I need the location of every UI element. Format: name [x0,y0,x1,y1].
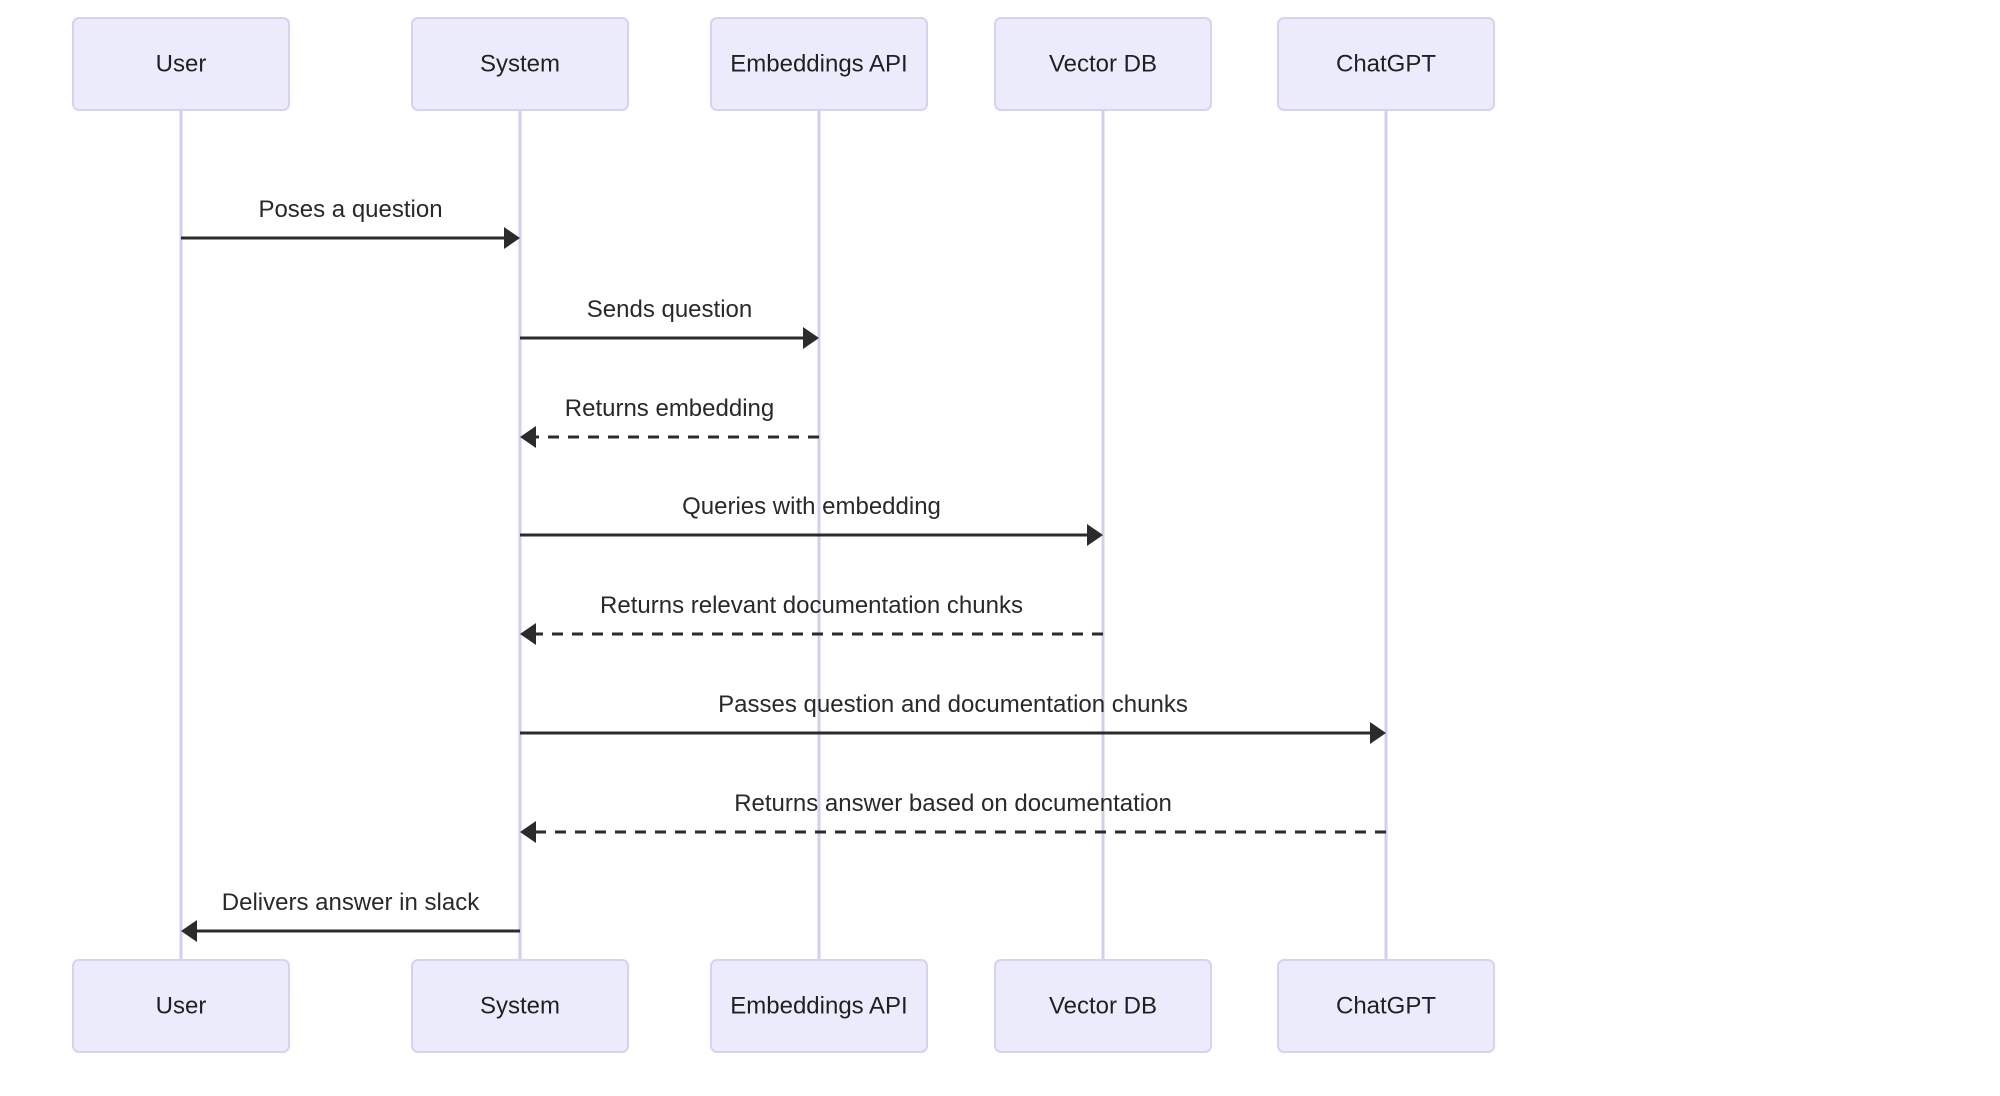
participant-bottom-system[interactable]: System [411,959,629,1053]
message-8-system-to-user[interactable]: Delivers answer in slack [181,889,520,942]
participant-box [411,17,629,111]
participant-bottom-chatgpt[interactable]: ChatGPT [1277,959,1495,1053]
participant-label: User [156,50,207,77]
participant-bottom-user[interactable]: User [72,959,290,1053]
message-label: Returns embedding [565,395,774,422]
participant-box [710,959,928,1053]
participant-label: System [480,50,560,77]
message-arrowhead-right [803,327,819,349]
participant-label: ChatGPT [1336,992,1436,1019]
participant-label: Embeddings API [730,992,907,1019]
participant-box [72,17,290,111]
message-arrowhead-left [520,426,536,448]
participant-label: Vector DB [1049,50,1157,77]
participant-top-vectordb[interactable]: Vector DB [994,17,1212,111]
participant-label: User [156,992,207,1019]
participant-top-embeddings[interactable]: Embeddings API [710,17,928,111]
participant-box [1277,959,1495,1053]
participant-label: System [480,992,560,1019]
participant-top-user[interactable]: User [72,17,290,111]
message-label: Delivers answer in slack [222,889,480,916]
message-arrowhead-left [181,920,197,942]
participant-top-chatgpt[interactable]: ChatGPT [1277,17,1495,111]
participant-box [411,959,629,1053]
message-6-system-to-chatgpt[interactable]: Passes question and documentation chunks [520,691,1386,744]
message-arrowhead-left [520,821,536,843]
message-4-system-to-vectordb[interactable]: Queries with embedding [520,493,1103,546]
participant-box [1277,17,1495,111]
message-arrowhead-right [1087,524,1103,546]
participant-box [72,959,290,1053]
participant-label: ChatGPT [1336,50,1436,77]
message-2-system-to-embeddings[interactable]: Sends question [520,296,819,349]
participant-box [710,17,928,111]
participant-boxes-top: User System Embeddings API Vector DB ChatGPT [72,17,1495,111]
message-arrowhead-right [504,227,520,249]
message-label: Queries with embedding [682,493,941,520]
participant-label: Vector DB [1049,992,1157,1019]
message-5-vectordb-to-system[interactable]: Returns relevant documentation chunks [520,592,1103,645]
message-arrowhead-left [520,623,536,645]
participant-bottom-vectordb[interactable]: Vector DB [994,959,1212,1053]
participant-bottom-embeddings[interactable]: Embeddings API [710,959,928,1053]
message-arrowhead-right [1370,722,1386,744]
participant-label: Embeddings API [730,50,907,77]
message-label: Returns answer based on documentation [734,790,1172,817]
participant-box [994,17,1212,111]
message-label: Poses a question [258,196,442,223]
participant-boxes-bottom: User System Embeddings API Vector DB ChatGPT [72,959,1495,1053]
message-label: Sends question [587,296,752,323]
participant-top-system[interactable]: System [411,17,629,111]
message-label: Returns relevant documentation chunks [600,592,1023,619]
message-3-embeddings-to-system[interactable]: Returns embedding [520,395,819,448]
message-7-chatgpt-to-system[interactable]: Returns answer based on documentation [520,790,1386,843]
message-1-user-to-system[interactable]: Poses a question [181,196,520,249]
message-label: Passes question and documentation chunks [718,691,1188,718]
participant-box [994,959,1212,1053]
